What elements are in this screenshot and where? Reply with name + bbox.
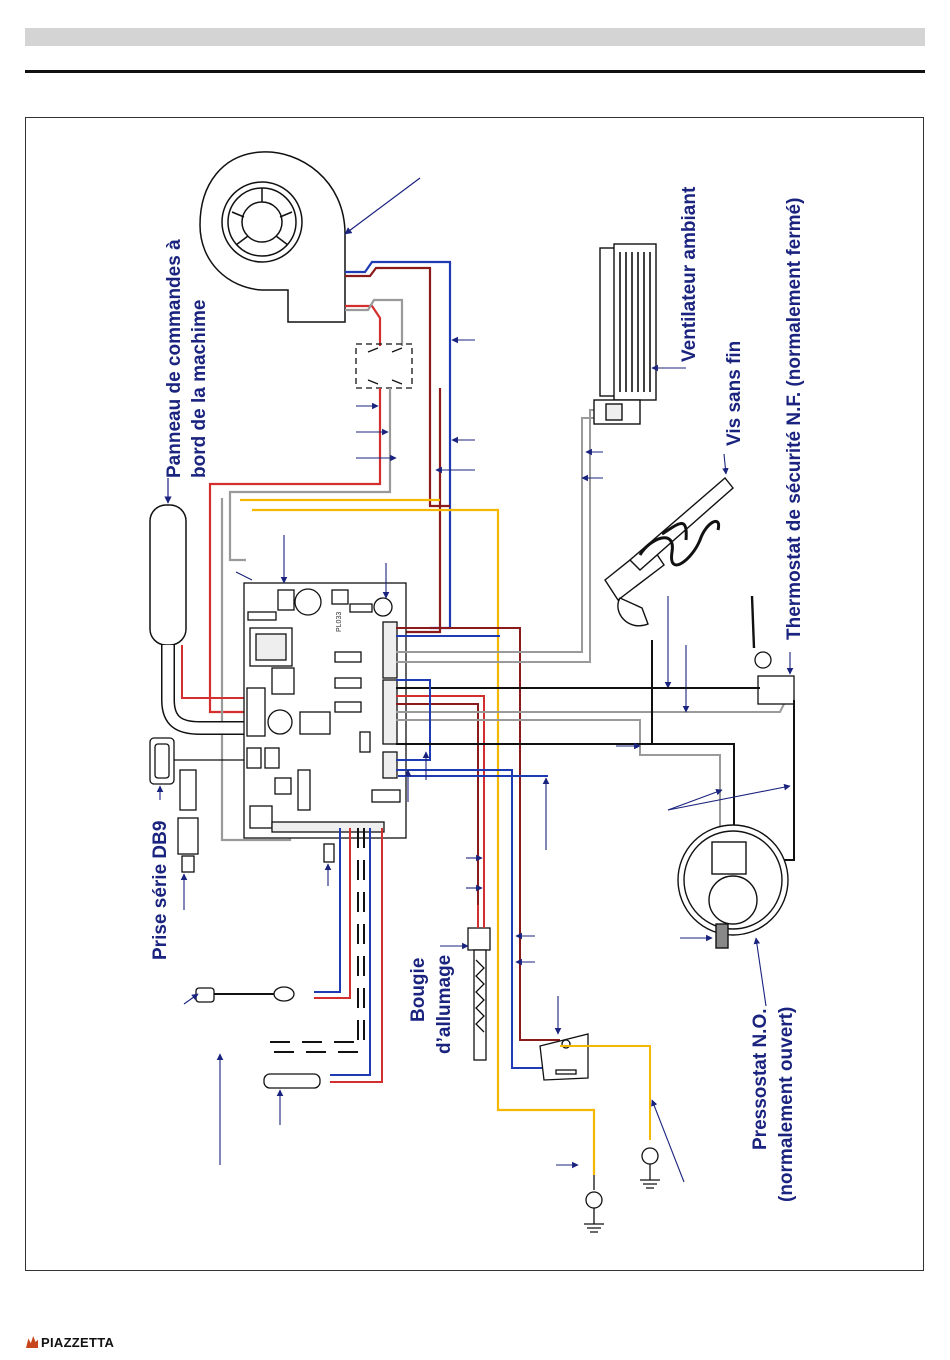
label-room-fan: Ventilateur ambiant — [679, 186, 700, 362]
board-ref: PL033 — [336, 612, 343, 632]
label-serial-port: Prise série DB9 — [150, 821, 171, 960]
label-igniter-1: Bougie — [408, 958, 429, 1022]
smoke-fan-icon — [200, 152, 345, 322]
brand-logo: PIAZZETTA — [26, 1333, 114, 1351]
auger-icon — [605, 478, 733, 626]
pressure-switch-icon — [678, 825, 788, 948]
label-safety-thermostat: Thermostat de sécurité N.F. (normalement… — [784, 198, 805, 640]
label-auger: Vis sans fin — [724, 341, 745, 446]
connector-block — [356, 344, 412, 388]
piazzetta-flame-icon — [26, 1336, 38, 1348]
label-igniter-2: d’allumage — [434, 955, 455, 1054]
label-control-panel-2: bord de la machime — [189, 300, 210, 478]
brand-name: PIAZZETTA — [41, 1335, 114, 1350]
label-control-panel-1: Panneau de commandes à — [164, 239, 185, 478]
control-board — [244, 583, 406, 838]
ground-icon — [640, 1148, 660, 1188]
label-pressure-switch-2: (normalement ouvert) — [776, 1007, 797, 1202]
label-pressure-switch-1: Pressostat N.O. — [750, 1009, 771, 1151]
room-fan-icon — [594, 244, 656, 424]
igniter-icon — [468, 905, 490, 1060]
ground-icon — [584, 1175, 604, 1232]
